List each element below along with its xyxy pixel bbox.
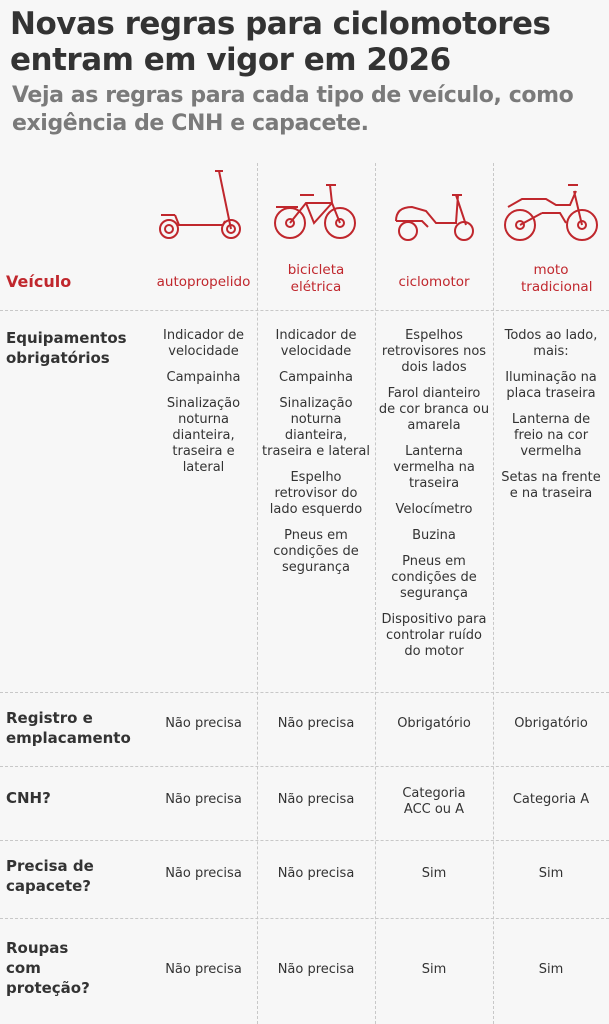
equipment-row: Equipamentos obrigatórios Indicador de v… xyxy=(0,328,609,670)
table-cell: Obrigatório xyxy=(514,716,588,731)
registration-row: Registro e emplacamento Não precisa Não … xyxy=(0,708,609,752)
table-cell: Sim xyxy=(538,866,564,881)
equipment-item: Buzina xyxy=(412,528,456,543)
equipment-item: Lanterna de freio na cor vermelha xyxy=(511,412,591,459)
table-cell: Sim xyxy=(538,962,564,977)
scooter-icon xyxy=(159,170,241,239)
equipment-item: Todos ao lado, mais: xyxy=(504,328,598,359)
table-cell: Categoria ACC ou A xyxy=(402,786,466,817)
equipment-item: Pneus em condições de segurança xyxy=(273,528,359,575)
cnh-row: CNH? Não precisa Não precisa Categoria A… xyxy=(0,786,609,818)
equipment-item: Indicador de velocidade xyxy=(163,328,244,359)
row-divider xyxy=(0,840,609,841)
table-cell: Não precisa xyxy=(165,962,242,977)
vehicle-name: moto tradicional xyxy=(521,262,593,295)
vehicle-name: bicicleta elétrica xyxy=(287,262,345,295)
row-divider xyxy=(0,918,609,919)
vehicle-name: autopropelido xyxy=(156,273,251,290)
page-title: Novas regras para ciclomotores entram em… xyxy=(10,6,551,78)
equipment-cell: Todos ao lado, mais: Iluminação na placa … xyxy=(493,328,609,670)
equipment-item: Indicador de velocidade xyxy=(275,328,357,359)
row-label: CNH? xyxy=(6,789,51,807)
electric-bicycle-icon xyxy=(274,184,356,239)
column-divider xyxy=(493,163,494,1024)
protective-clothing-row: Roupas com proteção? Não precisa Não pre… xyxy=(0,938,609,998)
equipment-item: Farol dianteiro de cor branca ou amarela xyxy=(378,386,490,433)
equipment-item: Dispositivo para controlar ruído do moto… xyxy=(381,612,487,659)
column-divider xyxy=(257,163,258,1024)
equipment-item: Campainha xyxy=(166,370,241,385)
row-divider xyxy=(0,310,609,311)
table-cell: Sim xyxy=(421,962,447,977)
row-label: Precisa de capacete? xyxy=(6,857,94,895)
equipment-item: Sinalização noturna dianteira, traseira … xyxy=(262,396,370,459)
equipment-item: Campainha xyxy=(279,370,353,385)
table-cell: Não precisa xyxy=(165,866,242,881)
equipment-item: Setas na frente e na traseira xyxy=(501,470,601,501)
column-divider xyxy=(375,163,376,1024)
moped-icon xyxy=(395,194,474,241)
equipment-item: Lanterna vermelha na traseira xyxy=(393,444,475,491)
table-cell: Não precisa xyxy=(277,792,355,807)
table-cell: Obrigatório xyxy=(397,716,471,731)
row-divider xyxy=(0,692,609,693)
helmet-row: Precisa de capacete? Não precisa Não pre… xyxy=(0,856,609,896)
vehicle-header-row: Veículo autopropelido bicicleta elétrica… xyxy=(0,262,609,302)
vehicle-name: ciclomotor xyxy=(398,273,470,290)
equipment-item: Espelho retrovisor do lado esquerdo xyxy=(269,470,363,517)
motorcycle-icon xyxy=(504,184,598,241)
table-cell: Não precisa xyxy=(277,866,355,881)
table-cell: Não precisa xyxy=(165,716,242,731)
row-label: Roupas com proteção? xyxy=(6,939,90,997)
vehicle-header-label: Veículo xyxy=(6,272,72,291)
equipment-item: Sinalização noturna dianteira, traseira … xyxy=(166,396,241,475)
table-cell: Não precisa xyxy=(277,962,355,977)
equipment-item: Velocímetro xyxy=(395,502,473,517)
page-subtitle: Veja as regras para cada tipo de veículo… xyxy=(12,83,574,136)
row-label: Equipamentos obrigatórios xyxy=(6,329,127,367)
row-divider xyxy=(0,766,609,767)
table-cell: Sim xyxy=(421,866,447,881)
row-label: Registro e emplacamento xyxy=(6,709,131,747)
equipment-item: Espelhos retrovisores nos dois lados xyxy=(381,328,487,375)
equipment-item: Iluminação na placa traseira xyxy=(505,370,597,401)
table-cell: Categoria A xyxy=(512,792,590,807)
equipment-item: Pneus em condições de segurança xyxy=(391,554,477,601)
table-cell: Não precisa xyxy=(165,792,242,807)
table-cell: Não precisa xyxy=(277,716,355,731)
